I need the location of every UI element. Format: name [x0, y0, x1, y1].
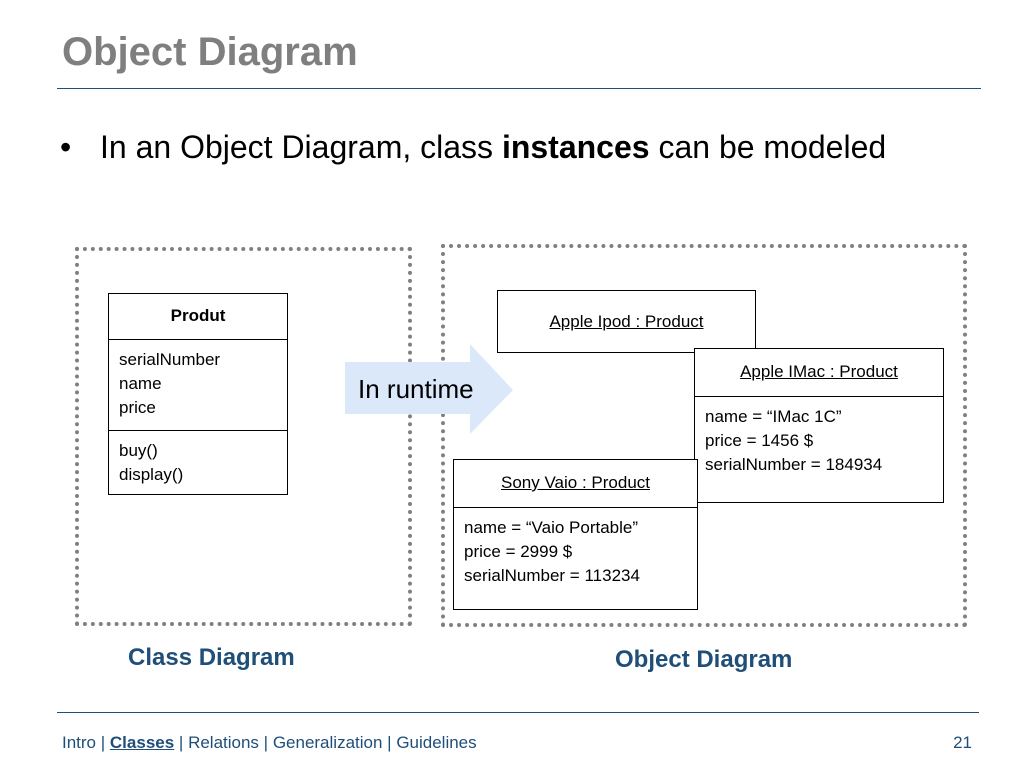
footer-nav: Intro | Classes | Relations | Generaliza…	[62, 733, 477, 753]
object-box-apple-ipod: Apple Ipod : Product	[497, 290, 756, 353]
object-values: name = “Vaio Portable” price = 2999 $ se…	[454, 508, 697, 596]
footer-separator: |	[174, 733, 189, 752]
bullet-text: In an Object Diagram, class instances ca…	[100, 126, 920, 168]
object-value: price = 1456 $	[705, 431, 814, 450]
object-box-apple-imac: Apple IMac : Product name = “IMac 1C” pr…	[694, 348, 944, 503]
object-title: Apple IMac : Product	[695, 349, 943, 397]
object-value: name = “Vaio Portable”	[464, 518, 639, 537]
footer-link-relations[interactable]: Relations	[188, 733, 259, 752]
class-methods: buy() display()	[109, 430, 287, 495]
object-box-sony-vaio: Sony Vaio : Product name = “Vaio Portabl…	[453, 459, 698, 610]
caption-class-diagram: Class Diagram	[128, 644, 295, 671]
class-method: buy()	[119, 441, 158, 460]
title-divider	[57, 88, 981, 89]
bullet-text-end: can be modeled	[649, 129, 887, 165]
footer-separator: |	[382, 733, 397, 752]
footer-divider	[57, 712, 979, 713]
class-attribute: name	[119, 374, 162, 393]
arrow-label: In runtime	[358, 374, 474, 404]
footer-link-guidelines[interactable]: Guidelines	[396, 733, 477, 752]
footer-link-generalization[interactable]: Generalization	[272, 733, 383, 752]
object-value: name = “IMac 1C”	[705, 407, 842, 426]
class-attribute: price	[119, 398, 156, 417]
footer-separator: |	[96, 733, 110, 752]
bullet-text-bold: instances	[501, 129, 650, 165]
bullet-text-start: In an Object Diagram, class	[100, 129, 502, 165]
object-title: Sony Vaio : Product	[454, 460, 697, 508]
class-attributes: serialNumber name price	[109, 340, 287, 430]
object-diagram-frame	[441, 244, 967, 627]
caption-object-diagram: Object Diagram	[615, 646, 793, 673]
class-diagram-frame	[75, 247, 412, 626]
footer-link-classes[interactable]: Classes	[109, 733, 175, 752]
class-method: display()	[119, 465, 184, 484]
object-title: Apple Ipod : Product	[549, 312, 704, 331]
footer-separator: |	[258, 733, 273, 752]
class-name: Produt	[109, 294, 287, 340]
footer-link-intro[interactable]: Intro	[62, 733, 97, 752]
object-value: serialNumber = 113234	[464, 566, 640, 585]
runtime-arrow-icon	[345, 344, 513, 434]
page-number: 21	[953, 733, 972, 752]
bullet-dot-icon: •	[60, 129, 72, 165]
class-attribute: serialNumber	[119, 350, 221, 369]
object-values: name = “IMac 1C” price = 1456 $ serialNu…	[695, 397, 943, 485]
slide-title: Object Diagram	[62, 30, 358, 74]
class-box-product: Produt serialNumber name price buy() dis…	[108, 293, 288, 495]
object-value: price = 2999 $	[464, 542, 573, 561]
object-value: serialNumber = 184934	[705, 455, 883, 474]
